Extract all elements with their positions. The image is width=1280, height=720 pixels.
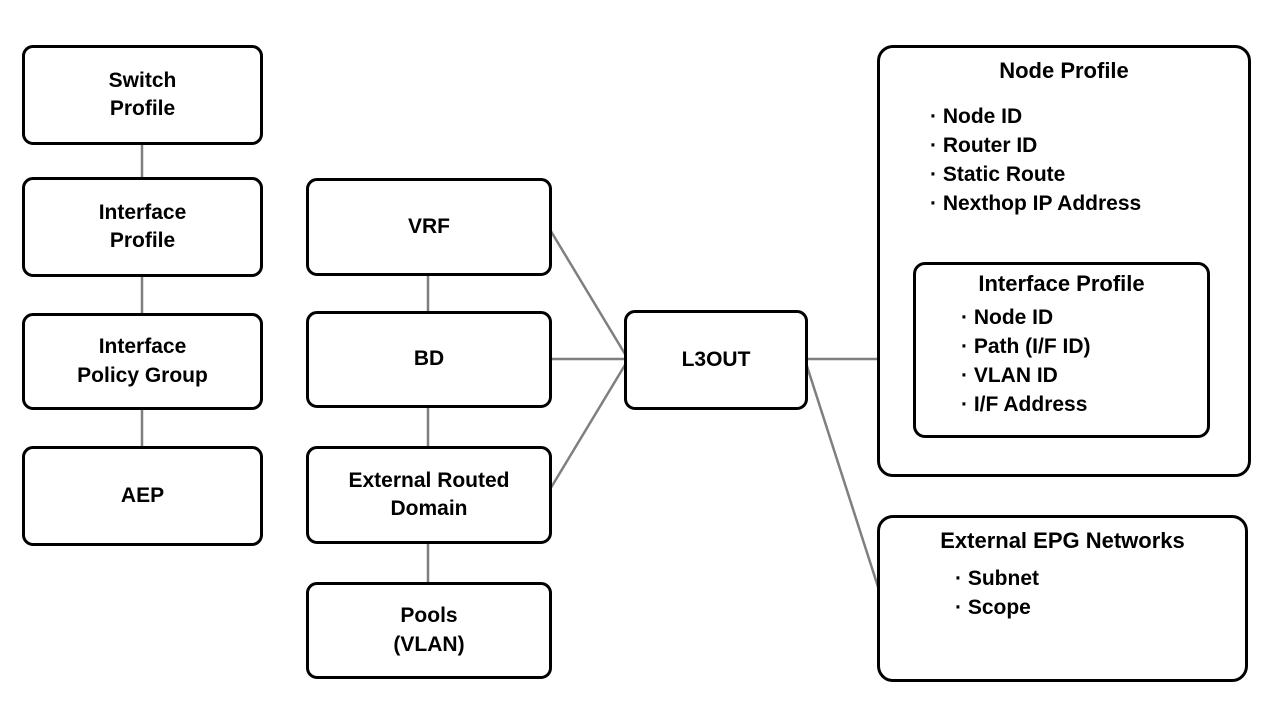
pools-vlan-box: Pools (VLAN) <box>306 582 552 679</box>
pools-vlan-label: Pools (VLAN) <box>393 604 465 656</box>
l3out-label: L3OUT <box>681 347 751 371</box>
aep-box: AEP <box>22 446 263 546</box>
node-profile-item: · Router ID <box>930 134 1038 157</box>
external-routed-domain-box: External Routed Domain <box>306 446 552 544</box>
bd-label: BD <box>413 347 445 371</box>
vrf-box: VRF <box>306 178 552 276</box>
nested-interface-profile-panel: Interface Profile · Node ID · Path (I/F … <box>913 262 1210 438</box>
node-profile-panel: Node Profile · Node ID · Router ID · Sta… <box>877 45 1251 477</box>
vrf-label: VRF <box>408 214 450 238</box>
nested-interface-profile-item: · VLAN ID <box>961 364 1058 387</box>
l3out-box: L3OUT <box>624 310 808 410</box>
external-epg-item: · Subnet <box>955 567 1039 590</box>
nested-interface-profile-item: · Node ID <box>961 306 1054 329</box>
aep-label: AEP <box>120 483 165 507</box>
external-epg-item: · Scope <box>955 596 1031 619</box>
node-profile-item-list: · Node ID · Router ID · Static Route · N… <box>880 102 1248 218</box>
node-profile-item: · Node ID <box>930 105 1023 128</box>
interface-policy-group-label: Interface Policy Group <box>77 335 208 387</box>
connector-vrf-l3out <box>547 227 630 360</box>
external-routed-domain-label: External Routed Domain <box>348 468 510 520</box>
nested-interface-profile-item: · Path (I/F ID) <box>961 335 1091 358</box>
external-epg-networks-title: External EPG Networks <box>940 528 1185 553</box>
external-epg-networks-panel: External EPG Networks · Subnet · Scope <box>877 515 1248 682</box>
nested-interface-profile-item: · I/F Address <box>961 393 1088 416</box>
node-profile-item: · Nexthop IP Address <box>930 192 1142 215</box>
external-epg-item-list: · Subnet · Scope <box>880 564 1245 622</box>
connector-l3out-externalepg <box>803 359 882 594</box>
node-profile-title: Node Profile <box>999 58 1129 83</box>
interface-policy-group-box: Interface Policy Group <box>22 313 263 410</box>
connector-erd-l3out <box>547 359 630 492</box>
switch-profile-label: Switch Profile <box>108 68 177 120</box>
nested-interface-profile-item-list: · Node ID · Path (I/F ID) · VLAN ID · I/… <box>916 303 1207 419</box>
interface-profile-box: Interface Profile <box>22 177 263 277</box>
bd-box: BD <box>306 311 552 408</box>
switch-profile-box: Switch Profile <box>22 45 263 145</box>
nested-interface-profile-title: Interface Profile <box>978 271 1145 296</box>
interface-profile-label: Interface Profile <box>98 200 187 252</box>
node-profile-item: · Static Route <box>930 163 1066 186</box>
